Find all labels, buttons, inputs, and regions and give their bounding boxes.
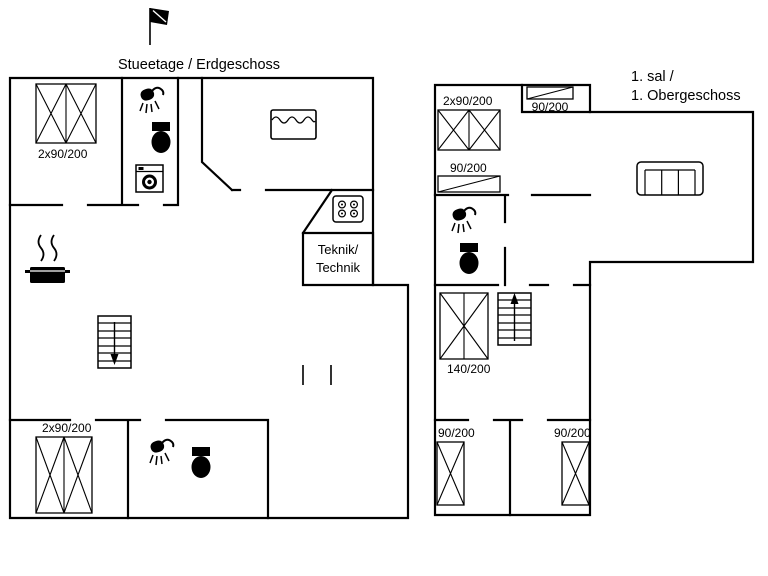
- window-label: 90/200: [554, 426, 591, 440]
- shower-icon: [139, 86, 165, 114]
- window-label: 90/200: [438, 426, 475, 440]
- window-top-right-90: 90/200: [526, 86, 574, 114]
- window-bottom-left-90: 90/200: [436, 426, 475, 506]
- double-bed-icon: [270, 109, 317, 140]
- shower-icon: [451, 206, 477, 234]
- window-top-left-2x90: 2x90/200: [437, 94, 501, 151]
- ground-floor-interior-walls: [8, 76, 375, 520]
- window-label: 90/200: [532, 100, 569, 114]
- window-label: 2x90/200: [443, 94, 493, 108]
- window-top-left-2x90: 2x90/200: [35, 83, 97, 161]
- window-bottom-right-90: 90/200: [554, 426, 591, 506]
- window-bottom-left-2x90: 2x90/200: [35, 421, 93, 514]
- washing-machine-icon: [135, 164, 164, 193]
- door-opening-ticks: [302, 365, 332, 385]
- teknik-room-label-line1: Teknik/: [318, 242, 359, 257]
- window-label: 140/200: [447, 362, 491, 376]
- shower-icon: [149, 438, 175, 466]
- stairs-icon: [97, 315, 132, 369]
- stove-icon: [332, 195, 364, 223]
- window-stairwell-140: 140/200: [439, 292, 491, 376]
- window-mid-left-90: 90/200: [437, 161, 501, 193]
- ground-floor-title: Stueetage / Erdgeschoss: [118, 57, 280, 73]
- flag-icon: [149, 8, 169, 45]
- cooking-pot-icon: [23, 233, 72, 285]
- upper-floor-plan: 1. sal / 1. Obergeschoss 2x90/200 90/200…: [433, 69, 755, 517]
- window-label: 2x90/200: [42, 421, 92, 435]
- toilet-icon: [151, 122, 171, 153]
- upper-floor-title-line1: 1. sal /: [631, 69, 675, 85]
- upper-floor-outer-walls: [433, 83, 755, 517]
- ground-floor-plan: Stueetage / Erdgeschoss 2x90/200 2x90/20…: [8, 8, 410, 520]
- upper-floor-interior-walls: [433, 83, 592, 517]
- teknik-room: Teknik/ Technik: [316, 242, 361, 275]
- sofa-icon: [636, 161, 704, 196]
- ground-floor-outer-walls: [8, 76, 410, 520]
- toilet-icon: [459, 243, 479, 274]
- window-label: 90/200: [450, 161, 487, 175]
- teknik-room-label-line2: Technik: [316, 260, 361, 275]
- toilet-icon: [191, 447, 211, 478]
- stairs-icon: [497, 292, 532, 346]
- window-label: 2x90/200: [38, 147, 88, 161]
- upper-floor-title-line2: 1. Obergeschoss: [631, 88, 741, 104]
